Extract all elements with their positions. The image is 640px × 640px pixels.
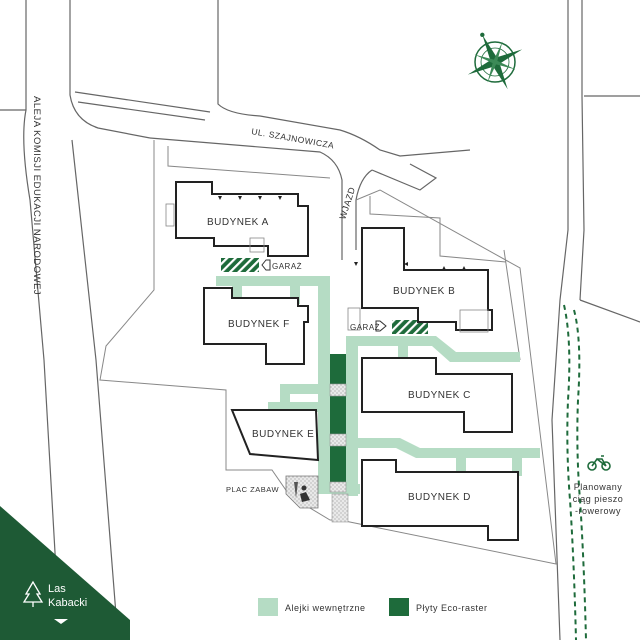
building-c-outline	[361, 357, 513, 433]
gravel-4	[331, 493, 349, 523]
main-avenue-left-edge	[23, 0, 61, 640]
alley-d-top	[346, 438, 540, 458]
detail	[459, 309, 489, 333]
playground-shape	[285, 475, 319, 509]
alley-c-top	[346, 336, 520, 362]
east-road-left	[551, 0, 569, 640]
east-plot-inner	[369, 196, 507, 263]
garage-a-arrow-icon	[261, 259, 271, 271]
building-d-label: BUDYNEK D	[408, 492, 471, 503]
forest-label-line2: Kabacki	[48, 597, 87, 609]
garage-ramp-b	[392, 320, 428, 334]
bike-path-line2: ciąg pieszo	[573, 494, 624, 504]
buildings	[175, 181, 519, 541]
main-avenue-right-edge	[69, 0, 151, 139]
planned-bike-path-2	[573, 309, 587, 640]
szajnowicza-upper-edge	[217, 0, 471, 157]
building-b-label: BUDYNEK B	[393, 286, 455, 297]
alley-main-spine	[318, 276, 330, 486]
detail	[347, 307, 361, 331]
alley-f-link-2	[290, 276, 300, 304]
szajnowicza-east-branch	[371, 163, 438, 191]
building-d-outline	[361, 459, 519, 541]
gravel-3	[329, 481, 347, 493]
garage-a-label: GARAŻ	[272, 262, 302, 271]
building-a-label: BUDYNEK A	[207, 217, 269, 228]
building-b-outline	[361, 227, 493, 331]
east-plot-edge	[503, 249, 521, 361]
building-details	[165, 203, 489, 333]
szajnowicza-lower-edge	[149, 137, 343, 260]
gravel-2	[329, 433, 347, 447]
street-label-main: ALEJA KOMISJI EDUKACJI NARODOWEJ	[31, 96, 42, 295]
compass-rose-icon	[467, 32, 523, 90]
forest-label-line1: Las	[48, 583, 66, 595]
eco-raster-3	[330, 446, 346, 482]
playground-area	[285, 475, 319, 509]
parking-strip	[74, 91, 211, 121]
building-c-label: BUDYNEK C	[408, 390, 471, 401]
building-e-outline	[230, 409, 320, 462]
eco-raster-plates	[330, 354, 346, 482]
detail	[165, 203, 175, 227]
building-f-label: BUDYNEK F	[228, 319, 290, 330]
building-f-outline	[203, 287, 309, 365]
legend-alleys-label: Alejki wewnętrzne	[285, 603, 366, 613]
alley-e-lower	[268, 402, 318, 412]
tree-icon	[22, 580, 44, 607]
down-arrow-icon	[54, 619, 68, 624]
alley-d-link-1	[456, 452, 466, 478]
alley-f-link-1	[232, 276, 242, 298]
alley-d-link-2	[512, 452, 522, 476]
alley-a-garage	[216, 276, 328, 286]
main-avenue-lower-right	[71, 139, 119, 640]
alley-c-left	[346, 336, 358, 496]
eco-raster-2	[330, 396, 346, 434]
alley-c-link	[398, 346, 408, 358]
playground-label: PLAC ZABAW	[226, 485, 279, 494]
building-a-outline	[175, 181, 309, 257]
east-road-stub	[579, 95, 640, 323]
detail	[249, 237, 265, 253]
eco-raster-1	[330, 354, 346, 384]
garage-b-label: GARAŻ	[350, 323, 380, 332]
legend-eco-swatch	[389, 598, 409, 616]
garage-ramp-a	[221, 258, 259, 272]
legend-eco-label: Płyty Eco-raster	[416, 603, 488, 613]
site-boundary	[99, 140, 557, 565]
bike-path-line3: -rowerowy	[575, 506, 621, 516]
bicycle-icon	[587, 455, 611, 471]
playground-icon	[294, 482, 310, 502]
legend-alleys-swatch	[258, 598, 278, 616]
north-plot	[167, 146, 331, 179]
planned-bike-path	[563, 304, 577, 640]
bike-path-line1: Planowany	[574, 482, 623, 492]
plot-boundaries	[99, 140, 557, 565]
east-road-right	[579, 0, 585, 301]
building-e-label: BUDYNEK E	[252, 429, 314, 440]
garage-b-arrow-icon	[375, 320, 387, 332]
street-label-entrance: WJAZD	[337, 186, 357, 221]
gravel-1	[329, 383, 347, 397]
gravel-patches	[329, 383, 349, 523]
